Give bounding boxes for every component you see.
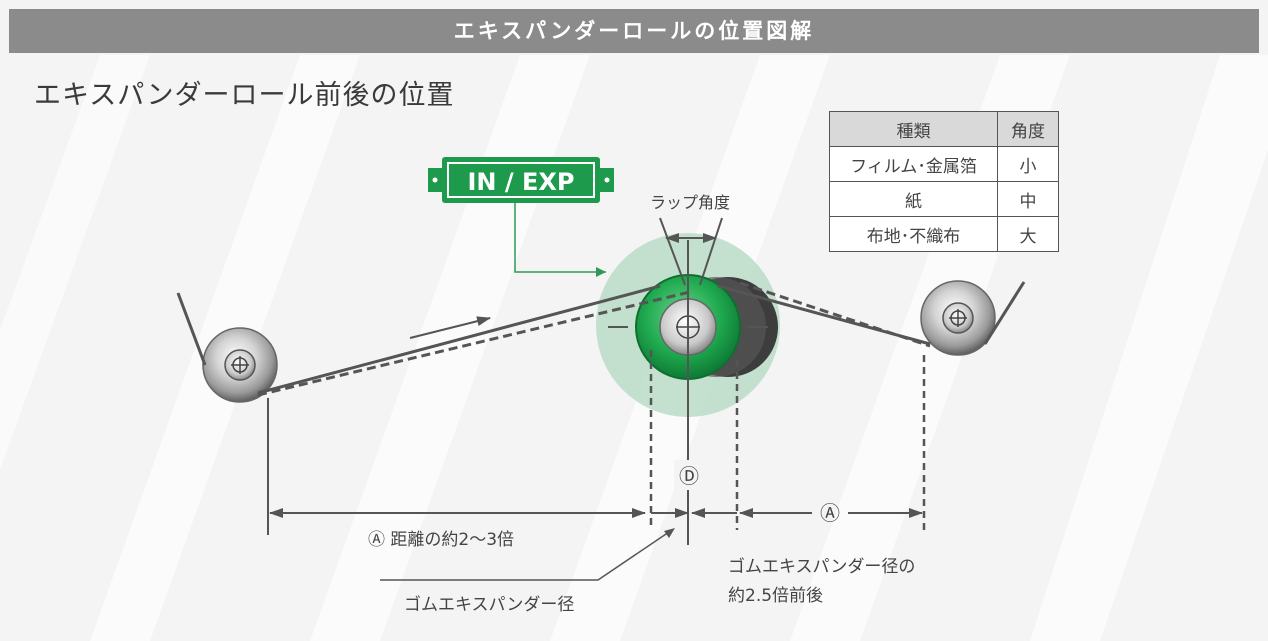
table-header-type: 種類: [829, 111, 998, 147]
wrap-angle-indicator: [659, 217, 723, 286]
table-cell-angle: 中: [997, 181, 1059, 217]
diameter-leader-line: [380, 529, 673, 581]
approx-label-line2: 約2.5倍前後: [728, 586, 823, 606]
in-exp-badge: IN / EXP: [428, 157, 614, 203]
wrap-angle-table: 種類 角度 フィルム･金属箔 小 紙 中 布地･不織布 大: [829, 111, 1059, 252]
table-cell-type: 布地･不織布: [829, 216, 998, 252]
distance-label: Ⓐ 距離の約2〜3倍: [368, 530, 514, 550]
web-path-alternative: [257, 281, 931, 397]
approx-label-line1: ゴムエキスパンダー径の: [728, 556, 915, 577]
d-mark: Ⓓ: [679, 464, 699, 488]
table-row: 布地･不織布 大: [829, 216, 1059, 252]
table-cell-type: フィルム･金属箔: [829, 146, 998, 182]
left-idler-roll: [202, 327, 278, 403]
web-direction-arrow: [409, 316, 491, 339]
page-header: エキスパンダーロールの位置図解: [9, 9, 1259, 53]
page-subtitle: エキスパンダーロール前後の位置: [34, 80, 455, 111]
table-cell-angle: 大: [997, 216, 1059, 252]
table-cell-angle: 小: [997, 146, 1059, 182]
a-mark: Ⓐ: [820, 501, 840, 525]
table-cell-type: 紙: [829, 181, 998, 217]
table-header-angle: 角度: [997, 111, 1059, 147]
table-row: フィルム･金属箔 小: [829, 146, 1059, 182]
dimension-guides: [649, 350, 926, 530]
rubber-diameter-label: ゴムエキスパンダー径: [404, 594, 574, 615]
right-idler-roll: [920, 280, 996, 356]
badge-leader-line: [514, 198, 606, 273]
table-row: 紙 中: [829, 181, 1059, 217]
wrap-angle-label: ラップ角度: [650, 193, 730, 212]
table-header-row: 種類 角度: [829, 111, 1059, 147]
badge-text: IN / EXP: [468, 168, 575, 196]
